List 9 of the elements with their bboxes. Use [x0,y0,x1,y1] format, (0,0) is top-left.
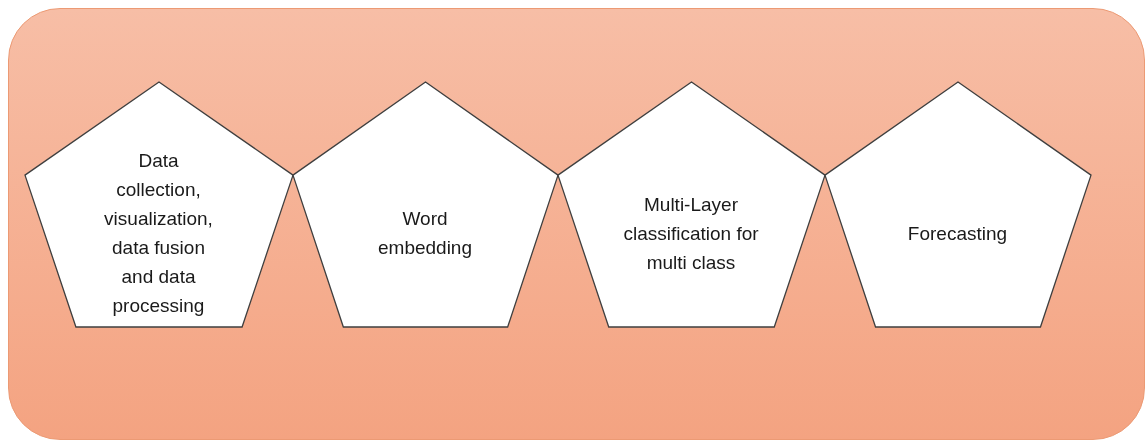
step-label: Data collection, visualization, data fusion and data processing [103,149,214,319]
pentagon-shape [24,81,293,327]
step-label: Word embedding [377,207,473,261]
background-panel [8,8,1145,440]
step-label: Forecasting [906,221,1009,246]
pentagon-shape [292,81,558,327]
pentagon-shape [557,81,825,327]
step-label: Multi-Layer classification for multi class [622,192,760,275]
pentagon-shape [824,81,1091,327]
